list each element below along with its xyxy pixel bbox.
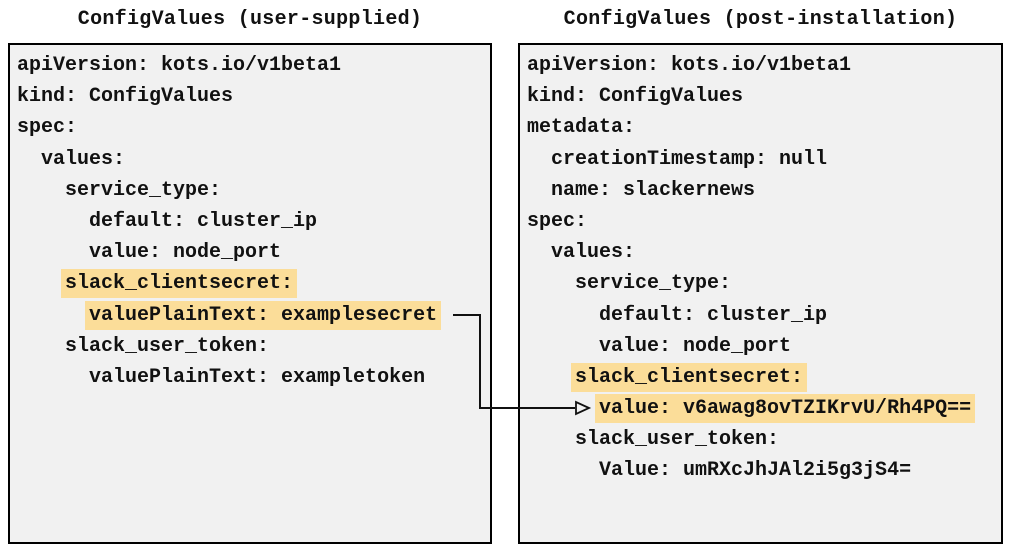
yaml-line: creationTimestamp: null [527,144,1001,175]
yaml-text: spec: [17,116,78,140]
yaml-line: slack_clientsecret: [17,268,490,299]
yaml-line: slack_clientsecret: [527,362,1001,393]
yaml-line: Value: umRXcJhJAl2i5g3jS4= [527,455,1001,486]
yaml-indent [17,210,89,233]
yaml-line: apiVersion: kots.io/v1beta1 [527,50,1001,81]
yaml-indent [527,366,575,389]
user-supplied-config-panel: apiVersion: kots.io/v1beta1 kind: Config… [8,43,492,544]
yaml-indent [17,241,89,264]
yaml-line: service_type: [17,175,490,206]
yaml-indent [527,241,551,264]
yaml-text: Value: umRXcJhJAl2i5g3jS4= [599,459,912,483]
yaml-text: apiVersion: kots.io/v1beta1 [17,54,342,77]
yaml-text: default: cluster_ip [599,303,828,327]
yaml-text: kind: ConfigValues [17,85,234,109]
yaml-line: service_type: [527,268,1001,299]
yaml-indent [527,397,599,420]
yaml-indent [527,148,551,171]
yaml-text: creationTimestamp: null [551,147,828,171]
yaml-line: default: cluster_ip [17,206,490,237]
yaml-line: values: [527,237,1001,268]
yaml-indent [527,335,599,358]
highlighted-yaml-text: slack_clientsecret: [61,269,298,299]
yaml-line: name: slackernews [527,175,1001,206]
right-panel-title: ConfigValues (post-installation) [563,8,958,31]
post-installation-config-panel: apiVersion: kots.io/v1beta1 kind: Config… [518,43,1003,544]
yaml-indent [527,179,551,202]
yaml-indent [17,335,65,358]
yaml-line: slack_user_token: [17,331,490,362]
yaml-line: apiVersion: kots.io/v1beta1 [17,50,490,81]
yaml-text: default: cluster_ip [89,209,318,233]
yaml-line: spec: [17,112,490,143]
highlighted-yaml-text: value: v6awag8ovTZIKrvU/Rh4PQ== [595,394,976,424]
yaml-text: value: node_port [89,241,282,265]
yaml-indent [527,272,575,295]
yaml-indent [17,366,89,389]
yaml-text: value: node_port [599,334,792,358]
yaml-text: values: [41,147,126,171]
yaml-line: spec: [527,206,1001,237]
yaml-indent [527,304,599,327]
yaml-line: kind: ConfigValues [527,81,1001,112]
yaml-line: values: [17,144,490,175]
yaml-line: value: v6awag8ovTZIKrvU/Rh4PQ== [527,393,1001,424]
yaml-indent [17,179,65,202]
yaml-line: value: node_port [527,331,1001,362]
yaml-indent [17,148,41,171]
yaml-text: values: [551,241,636,265]
yaml-indent [527,459,599,482]
left-panel-title: ConfigValues (user-supplied) [77,8,423,31]
highlighted-yaml-text: valuePlainText: examplesecret [85,300,442,330]
yaml-line: valuePlainText: examplesecret [17,300,490,331]
yaml-text: spec: [527,209,588,233]
yaml-line: value: node_port [17,237,490,268]
yaml-text: service_type: [65,178,222,202]
yaml-indent [17,304,89,327]
yaml-indent [527,428,575,451]
yaml-text: slack_user_token: [575,428,780,452]
yaml-line: default: cluster_ip [527,300,1001,331]
yaml-text: kind: ConfigValues [527,85,744,109]
yaml-indent [17,272,65,295]
yaml-text: slack_user_token: [65,334,270,358]
highlighted-yaml-text: slack_clientsecret: [571,362,808,392]
yaml-line: metadata: [527,112,1001,143]
yaml-line: valuePlainText: exampletoken [17,362,490,393]
yaml-line: slack_user_token: [527,424,1001,455]
yaml-text: valuePlainText: exampletoken [89,365,426,389]
yaml-text: apiVersion: kots.io/v1beta1 [527,54,852,77]
yaml-text: service_type: [575,272,732,296]
yaml-text: metadata: [527,116,636,140]
yaml-line: kind: ConfigValues [17,81,490,112]
yaml-text: name: slackernews [551,178,756,202]
